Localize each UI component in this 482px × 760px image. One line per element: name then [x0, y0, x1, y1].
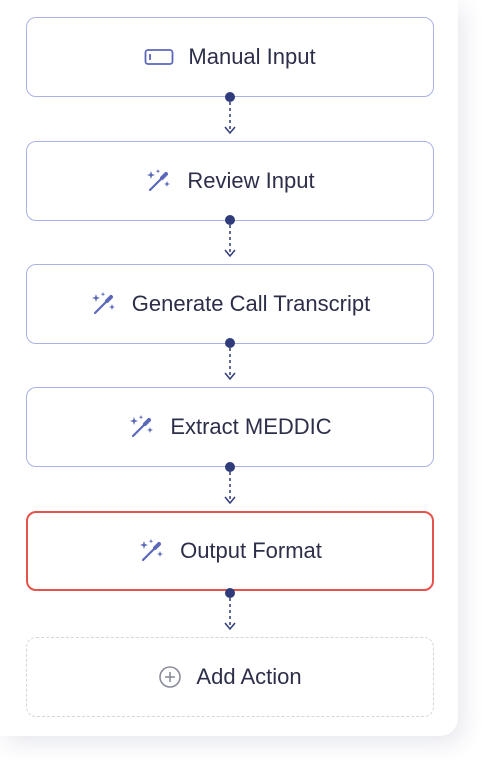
input-field-icon	[144, 48, 174, 66]
connector-arrow	[224, 215, 236, 258]
connector-arrow	[224, 338, 236, 381]
node-label: Manual Input	[188, 44, 316, 69]
connector-arrow	[224, 588, 236, 631]
magic-wand-icon	[138, 537, 166, 565]
magic-wand-icon	[145, 167, 173, 195]
node-label: Output Format	[180, 538, 322, 563]
plus-circle-icon	[158, 665, 182, 689]
node-review-input[interactable]: Review Input	[26, 141, 434, 221]
node-output-format[interactable]: Output Format	[26, 511, 434, 591]
connector-arrow	[224, 92, 236, 135]
node-manual-input[interactable]: Manual Input	[26, 17, 434, 97]
node-label: Review Input	[187, 168, 315, 193]
node-label: Extract MEDDIC	[170, 414, 332, 439]
magic-wand-icon	[90, 290, 118, 318]
node-label: Generate Call Transcript	[131, 291, 371, 316]
connector-arrow	[224, 462, 236, 505]
add-action-label: Add Action	[196, 664, 302, 689]
node-generate-call-transcript[interactable]: Generate Call Transcript	[26, 264, 434, 344]
node-extract-meddic[interactable]: Extract MEDDIC	[26, 387, 434, 467]
workflow-panel: Manual Input Review Input	[26, 17, 434, 717]
add-action-button[interactable]: Add Action	[26, 637, 434, 717]
magic-wand-icon	[128, 413, 156, 441]
